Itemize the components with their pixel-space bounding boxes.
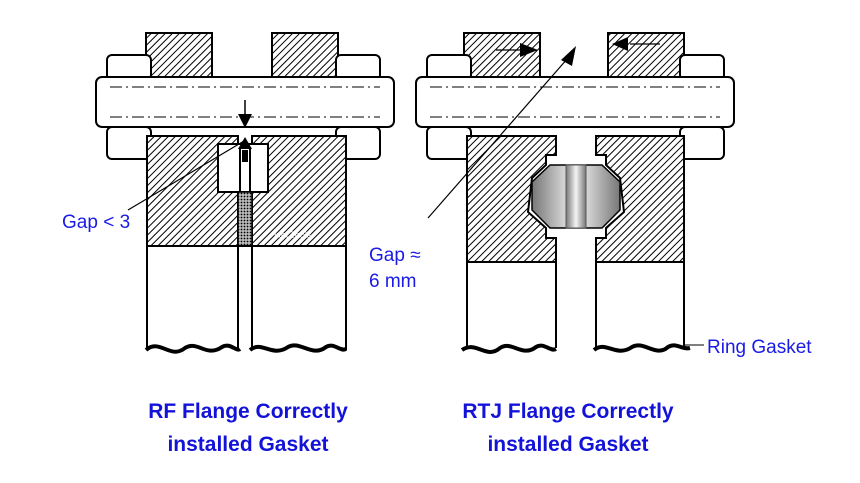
rtj-right-pipe bbox=[595, 262, 685, 348]
rtj-left-pipe bbox=[466, 262, 557, 348]
rf-gap-label: Gap < 3 bbox=[62, 212, 131, 233]
rtj-caption-line1: RTJ Flange Correctly bbox=[462, 400, 674, 423]
rf-right-nut bbox=[271, 32, 339, 78]
rtj-gap-arrow-right bbox=[612, 37, 628, 51]
rtj-caption-line2: installed Gasket bbox=[487, 433, 649, 456]
rf-gap-leader bbox=[127, 140, 245, 211]
rf-left-nut bbox=[145, 32, 213, 78]
rf-caption-line1: RF Flange Correctly bbox=[148, 400, 348, 423]
rf-gasket-tip bbox=[242, 150, 248, 162]
rtj-gap-label-line1: Gap ≈ bbox=[369, 245, 421, 266]
rtj-gap-leader bbox=[427, 57, 569, 219]
rtj-right-break bbox=[592, 343, 691, 353]
rf-gasket bbox=[237, 191, 253, 247]
rf-left-pipe bbox=[146, 246, 239, 350]
rtj-right-nut bbox=[607, 32, 685, 78]
rf-flange-assembly bbox=[95, 32, 395, 354]
rf-left-break bbox=[144, 343, 242, 354]
rf-right-break bbox=[248, 343, 347, 353]
rtj-flange-assembly bbox=[415, 32, 735, 354]
rtj-left-nut bbox=[463, 32, 541, 78]
watermark-text: Ixel Tools bbox=[274, 230, 312, 240]
rtj-gap-arrow-left bbox=[520, 43, 538, 57]
rf-caption-line2: installed Gasket bbox=[167, 433, 329, 456]
rtj-bolt-shank bbox=[415, 76, 735, 128]
rtj-gap-label-line2: 6 mm bbox=[369, 271, 417, 292]
rf-gap-arrow-up bbox=[238, 137, 252, 149]
rf-gap-arrow-down bbox=[238, 114, 252, 128]
rtj-left-break bbox=[460, 343, 557, 354]
rf-right-pipe bbox=[251, 246, 347, 350]
ring-gasket-label: Ring Gasket bbox=[707, 337, 812, 358]
